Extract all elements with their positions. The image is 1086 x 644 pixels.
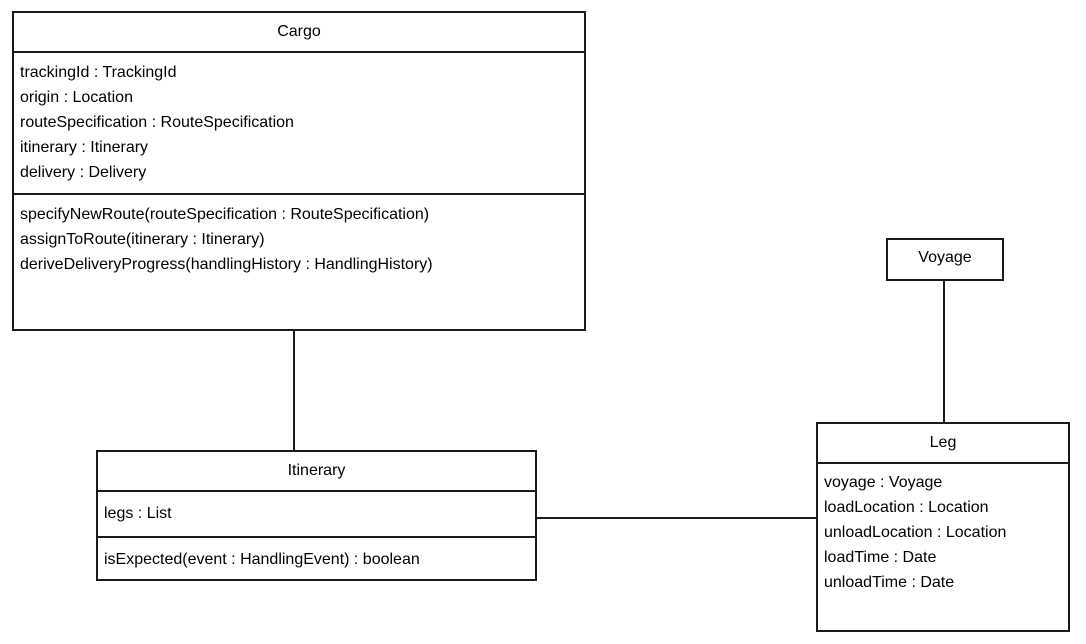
association-voyage-leg[interactable] bbox=[943, 279, 945, 424]
attribute-row: loadLocation : Location bbox=[824, 499, 989, 516]
operations-compartment-cargo: specifyNewRoute(routeSpecification : Rou… bbox=[14, 193, 584, 285]
operations-compartment-itinerary: isExpected(event : HandlingEvent) : bool… bbox=[98, 536, 535, 582]
attribute-row: legs : List bbox=[104, 505, 172, 522]
attribute-row: trackingId : TrackingId bbox=[20, 64, 177, 81]
attribute-row: loadTime : Date bbox=[824, 549, 937, 566]
attribute-row: routeSpecification : RouteSpecification bbox=[20, 114, 294, 131]
operation-row: isExpected(event : HandlingEvent) : bool… bbox=[104, 551, 420, 568]
class-name-leg: Leg bbox=[929, 434, 957, 451]
attribute-row: unloadTime : Date bbox=[824, 574, 955, 591]
class-name-cargo: Cargo bbox=[277, 23, 321, 40]
class-name-voyage: Voyage bbox=[918, 249, 972, 266]
operation-row: specifyNewRoute(routeSpecification : Rou… bbox=[20, 206, 430, 223]
class-box-itinerary[interactable]: Itinerary legs : List isExpected(event :… bbox=[96, 450, 537, 581]
attribute-row: itinerary : Itinerary bbox=[20, 139, 149, 156]
attribute-row: origin : Location bbox=[20, 89, 133, 106]
attributes-compartment-leg: voyage : Voyage loadLocation : Location … bbox=[818, 462, 1068, 603]
class-box-leg[interactable]: Leg voyage : Voyage loadLocation : Locat… bbox=[816, 422, 1070, 632]
attribute-row: voyage : Voyage bbox=[824, 474, 943, 491]
class-name-itinerary: Itinerary bbox=[287, 462, 346, 479]
operation-row: assignToRoute(itinerary : Itinerary) bbox=[20, 231, 265, 248]
operation-row: deriveDeliveryProgress(handlingHistory :… bbox=[20, 256, 433, 273]
attributes-compartment-cargo: trackingId : TrackingId origin : Locatio… bbox=[14, 51, 584, 193]
class-box-cargo[interactable]: Cargo trackingId : TrackingId origin : L… bbox=[12, 11, 586, 331]
attribute-row: delivery : Delivery bbox=[20, 164, 147, 181]
class-box-voyage[interactable]: Voyage bbox=[886, 238, 1004, 281]
association-cargo-itinerary[interactable] bbox=[293, 329, 295, 452]
association-itinerary-leg[interactable] bbox=[535, 517, 818, 519]
attribute-row: unloadLocation : Location bbox=[824, 524, 1007, 541]
attributes-compartment-itinerary: legs : List bbox=[98, 490, 535, 536]
